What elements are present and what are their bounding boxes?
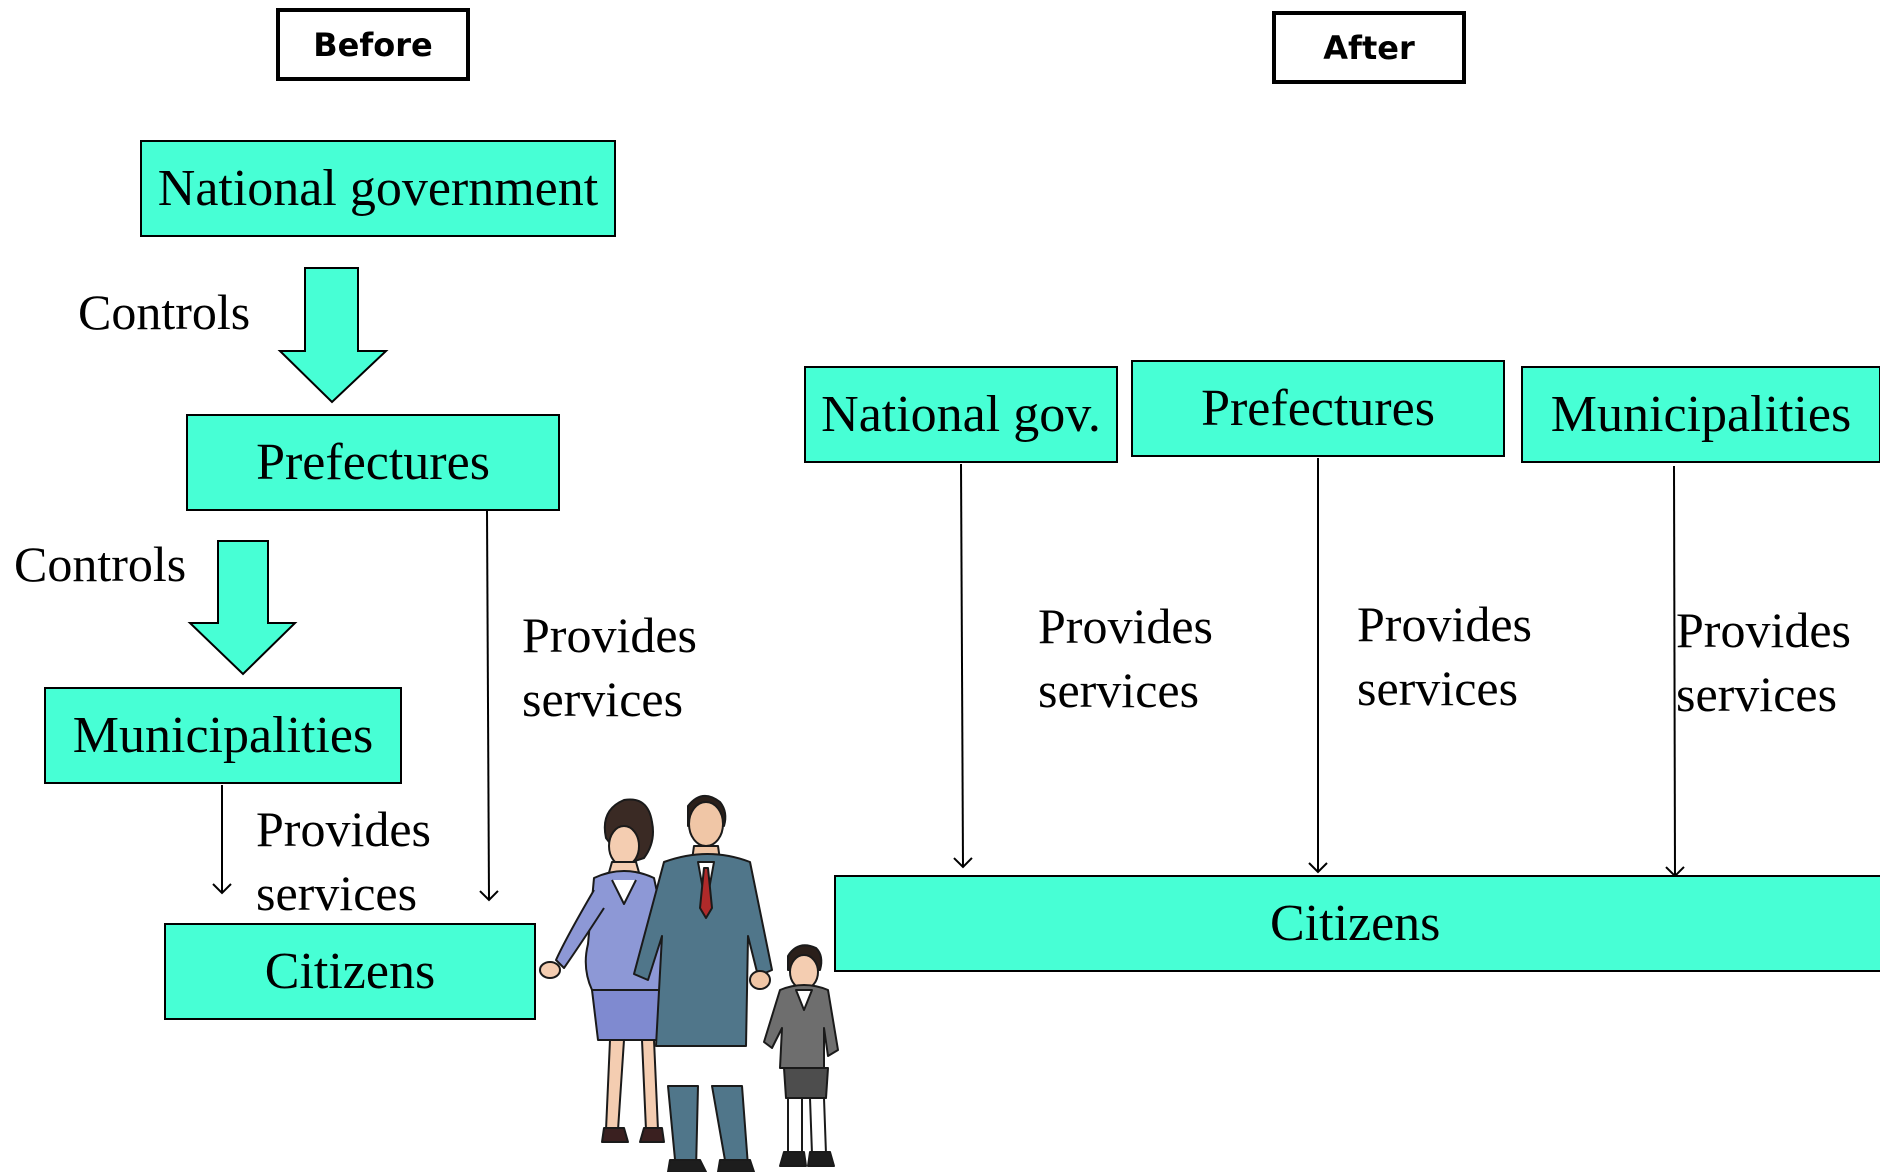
after-services-arrow-national	[953, 463, 973, 869]
before-citizens-box: Citizens	[164, 923, 536, 1020]
after-services-label-municipalities-line2: services	[1676, 666, 1838, 722]
before-services-label-municipalities: Provides services	[256, 797, 431, 925]
before-national-government-box: National government	[140, 140, 616, 237]
before-services-label-municipalities-line1: Provides	[256, 801, 431, 857]
after-national-gov-box: National gov.	[804, 366, 1118, 463]
controls-label-2: Controls	[14, 536, 187, 592]
after-tag: After	[1272, 11, 1466, 84]
after-services-label-prefectures-line1: Provides	[1357, 596, 1532, 652]
after-citizens-box: Citizens	[834, 875, 1880, 972]
family-illustration	[539, 795, 839, 1172]
before-services-label-prefectures-line1: Provides	[522, 607, 697, 663]
after-services-label-national: Provides services	[1038, 594, 1213, 722]
boy-figure	[763, 944, 839, 1167]
man-figure	[633, 795, 773, 1172]
controls-arrow-2	[187, 540, 298, 676]
after-services-label-national-line2: services	[1038, 662, 1200, 718]
controls-arrow-1	[277, 267, 389, 404]
after-services-label-prefectures: Provides services	[1357, 592, 1532, 720]
woman-figure	[539, 798, 671, 1143]
services-arrow-prefectures	[479, 510, 499, 902]
before-municipalities-box: Municipalities	[44, 687, 402, 784]
after-municipalities-box: Municipalities	[1521, 366, 1880, 463]
controls-label-1: Controls	[78, 284, 251, 340]
after-services-label-municipalities-line1: Provides	[1676, 602, 1851, 658]
after-services-arrow-municipalities	[1665, 465, 1685, 878]
before-services-label-municipalities-line2: services	[256, 865, 418, 921]
after-services-label-prefectures-line2: services	[1357, 660, 1519, 716]
before-services-label-prefectures: Provides services	[522, 603, 697, 731]
before-prefectures-box: Prefectures	[186, 414, 560, 511]
after-prefectures-box: Prefectures	[1131, 360, 1505, 457]
after-services-label-national-line1: Provides	[1038, 598, 1213, 654]
after-services-label-municipalities: Provides services	[1676, 598, 1851, 726]
before-tag: Before	[276, 8, 470, 81]
before-services-label-prefectures-line2: services	[522, 671, 684, 727]
